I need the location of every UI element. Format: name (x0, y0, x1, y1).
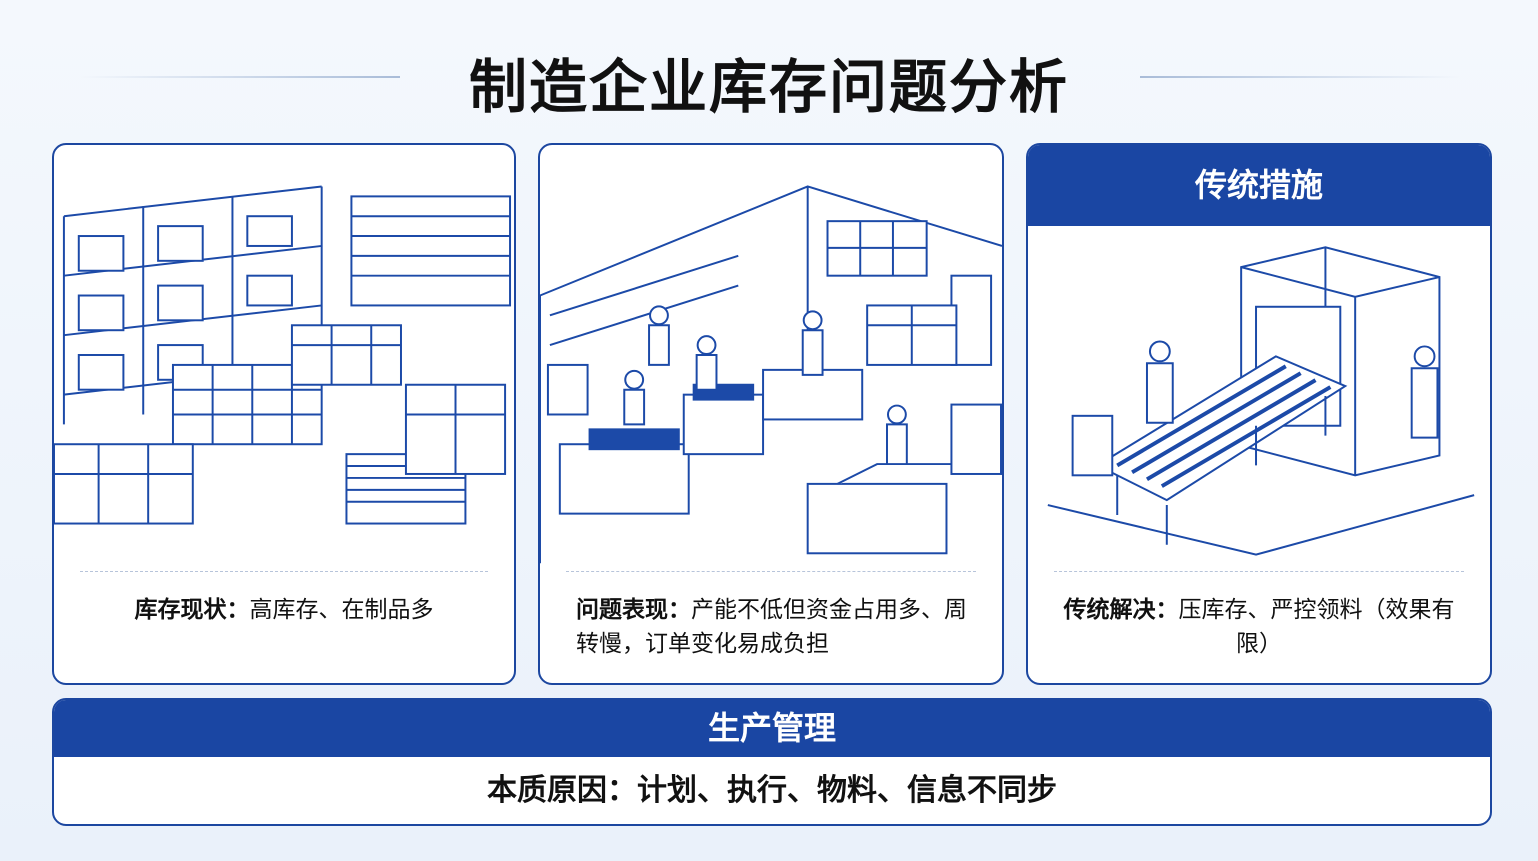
panel-header: 生产管理 (54, 700, 1490, 757)
caption-label: 库存现状： (134, 597, 250, 623)
card-inventory-status: 库存现状：高库存、在制品多 (52, 143, 516, 685)
caption-text: 产能不低但资金占用多、周转慢，订单变化易成负担 (576, 597, 967, 657)
card-divider (1054, 571, 1464, 572)
title-rule-left (80, 76, 400, 78)
card-caption: 传统解决：压库存、严控领料（效果有限） (1048, 593, 1470, 661)
caption-text: 压库存、严控领料（效果有限） (1178, 597, 1455, 657)
card-divider (80, 571, 488, 572)
caption-text: 高库存、在制品多 (249, 597, 434, 623)
card-header: 传统措施 (1028, 145, 1490, 226)
caption-label: 问题表现： (576, 597, 691, 623)
card-problem-symptoms: 问题表现：产能不低但资金占用多、周转慢，订单变化易成负担 (538, 143, 1004, 685)
caption-label: 传统解决： (1063, 597, 1179, 623)
card-caption: 库存现状：高库存、在制品多 (74, 593, 494, 627)
conveyor-illustration (1047, 246, 1475, 556)
card-caption: 问题表现：产能不低但资金占用多、周转慢，订单变化易成负担 (576, 593, 982, 661)
production-management-panel: 生产管理 本质原因：计划、执行、物料、信息不同步 (52, 698, 1492, 826)
title-rule-right (1140, 76, 1460, 78)
page-title: 制造企业库存问题分析 (468, 53, 1069, 121)
card-divider (566, 571, 976, 572)
warehouse-illustration (54, 185, 512, 525)
root-cause-text: 本质原因：计划、执行、物料、信息不同步 (487, 773, 1057, 808)
factory-illustration (540, 185, 1002, 564)
card-traditional-measures: 传统措施 传统解决：压库存、严控领料（效果有限） (1026, 143, 1492, 685)
